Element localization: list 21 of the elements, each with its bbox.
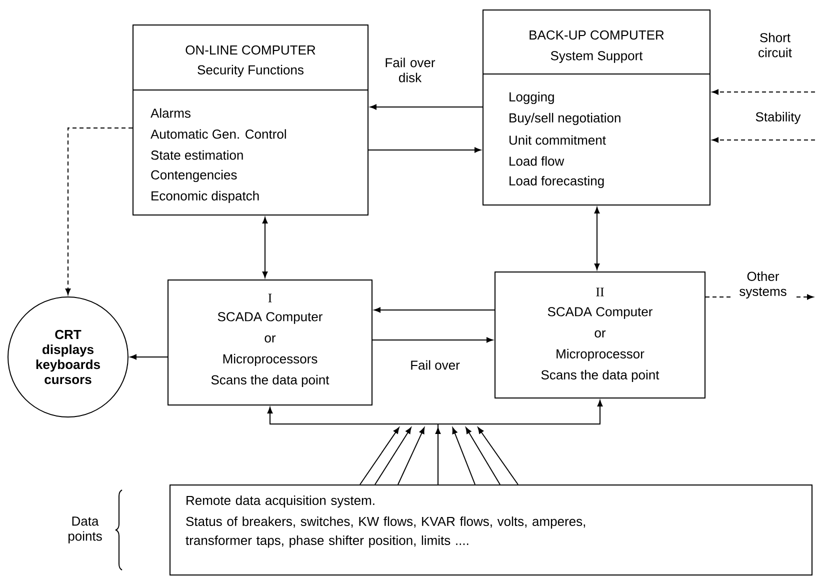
arrow [262, 217, 268, 278]
arrow [374, 307, 495, 313]
arrow [370, 104, 483, 110]
edge-label: Fail over [409, 359, 461, 371]
arrow [65, 128, 133, 295]
scada-box: I SCADA Computer or Microprocessors Scans the data point [168, 280, 372, 406]
computer-box: ON-LINE COMPUTER Security Functions Alarms Automatic Gen. Control State estimation Contengencies Economic dispatch [132, 24, 368, 216]
edge-label: Fail over disk [379, 56, 441, 84]
edge-label: Short circuit [749, 32, 801, 58]
side-label: Data points [68, 516, 102, 544]
arrow [372, 337, 493, 343]
arrow [712, 89, 816, 95]
arrow [594, 207, 600, 270]
scada-box: II SCADA Computer or Microprocessor Scans the data point [494, 272, 706, 398]
arrow [712, 137, 816, 143]
arrow [130, 354, 168, 360]
computer-box: BACK-UP COMPUTER System Support Logging Buy/sell negotiation Unit commitment Load flow Load forecasting [482, 10, 710, 206]
arrow [368, 147, 481, 153]
edge-label: Other systems [732, 270, 794, 300]
edge-label: Stability [754, 110, 802, 126]
data-box: Remote data acquisition system. Status of breakers, switches, KW flows, KVAR flows, volts, amperes, transformer taps, phase shifter position, limits .... [170, 484, 812, 576]
